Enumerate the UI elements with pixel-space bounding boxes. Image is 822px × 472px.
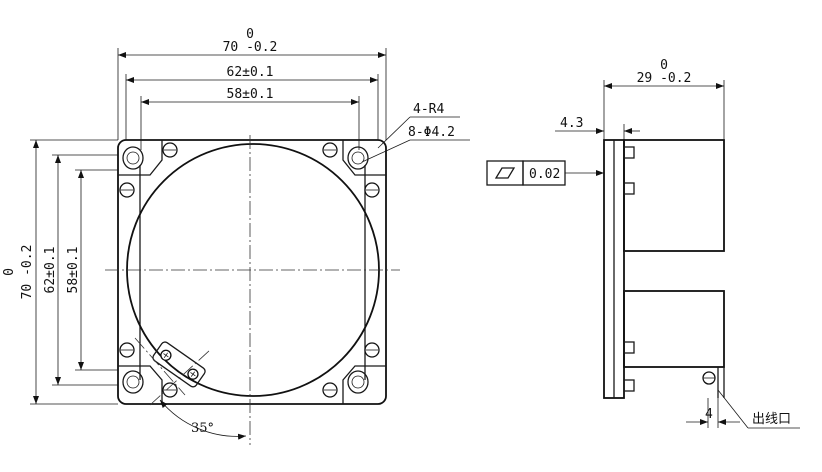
front-view-outline (117, 139, 387, 405)
screw-heads (119, 142, 380, 398)
dim-overall-height: 70 -0.2 (20, 245, 35, 300)
dim-mount-pitch-vertical: 62±0.1 (43, 247, 58, 294)
corner-hole-bottom-left (122, 370, 144, 394)
dim-inner-pitch: 58±0.1 (227, 87, 274, 102)
hole-callout: 8-Φ4.2 (408, 125, 455, 140)
corner-hole-top-left (122, 146, 144, 170)
dim-overall-height-upper: 0 (2, 268, 17, 276)
dim-inner-pitch-vertical: 58±0.1 (66, 247, 81, 294)
corner-hole-top-right (347, 146, 369, 170)
dim-flange: 4.3 (560, 116, 583, 131)
dim-depth-upper: 0 (660, 58, 668, 73)
dim-overall-width: 70 -0.2 (223, 40, 278, 55)
flatness-value: 0.02 (529, 167, 560, 182)
corner-radius-callout: 4-R4 (413, 102, 444, 117)
dim-mount-pitch: 62±0.1 (227, 65, 274, 80)
flatness-tolerance-frame: 0.02 (486, 160, 604, 186)
angle-label: 35° (191, 421, 214, 436)
corner-hole-bottom-right (347, 370, 369, 394)
dim-overall-width-upper: 0 (246, 27, 254, 42)
outlet-label: 出线口 (752, 412, 791, 427)
front-view: 35° 0 70 -0.2 62±0.1 58±0.1 0 70 -0.2 62… (2, 27, 470, 445)
cable-outlet-bracket (152, 341, 206, 388)
dim-outlet: 4 (705, 407, 713, 422)
side-view: 0 29 -0.2 4.3 0.02 4 出线口 (486, 58, 800, 429)
dim-depth: 29 -0.2 (637, 71, 692, 86)
